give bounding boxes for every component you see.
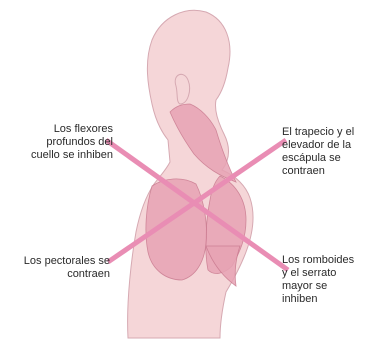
label-rhomboids-serratus: Los romboides y el serrato mayor se inhi… <box>282 254 382 306</box>
ear <box>175 74 189 104</box>
label-trapezius-levator: El trapecio y el elevador de la escápula… <box>282 126 382 178</box>
label-neck-flexors: Los flexores profundos del cuello se inh… <box>18 123 113 162</box>
label-pectorals: Los pectorales se contraen <box>10 255 110 281</box>
